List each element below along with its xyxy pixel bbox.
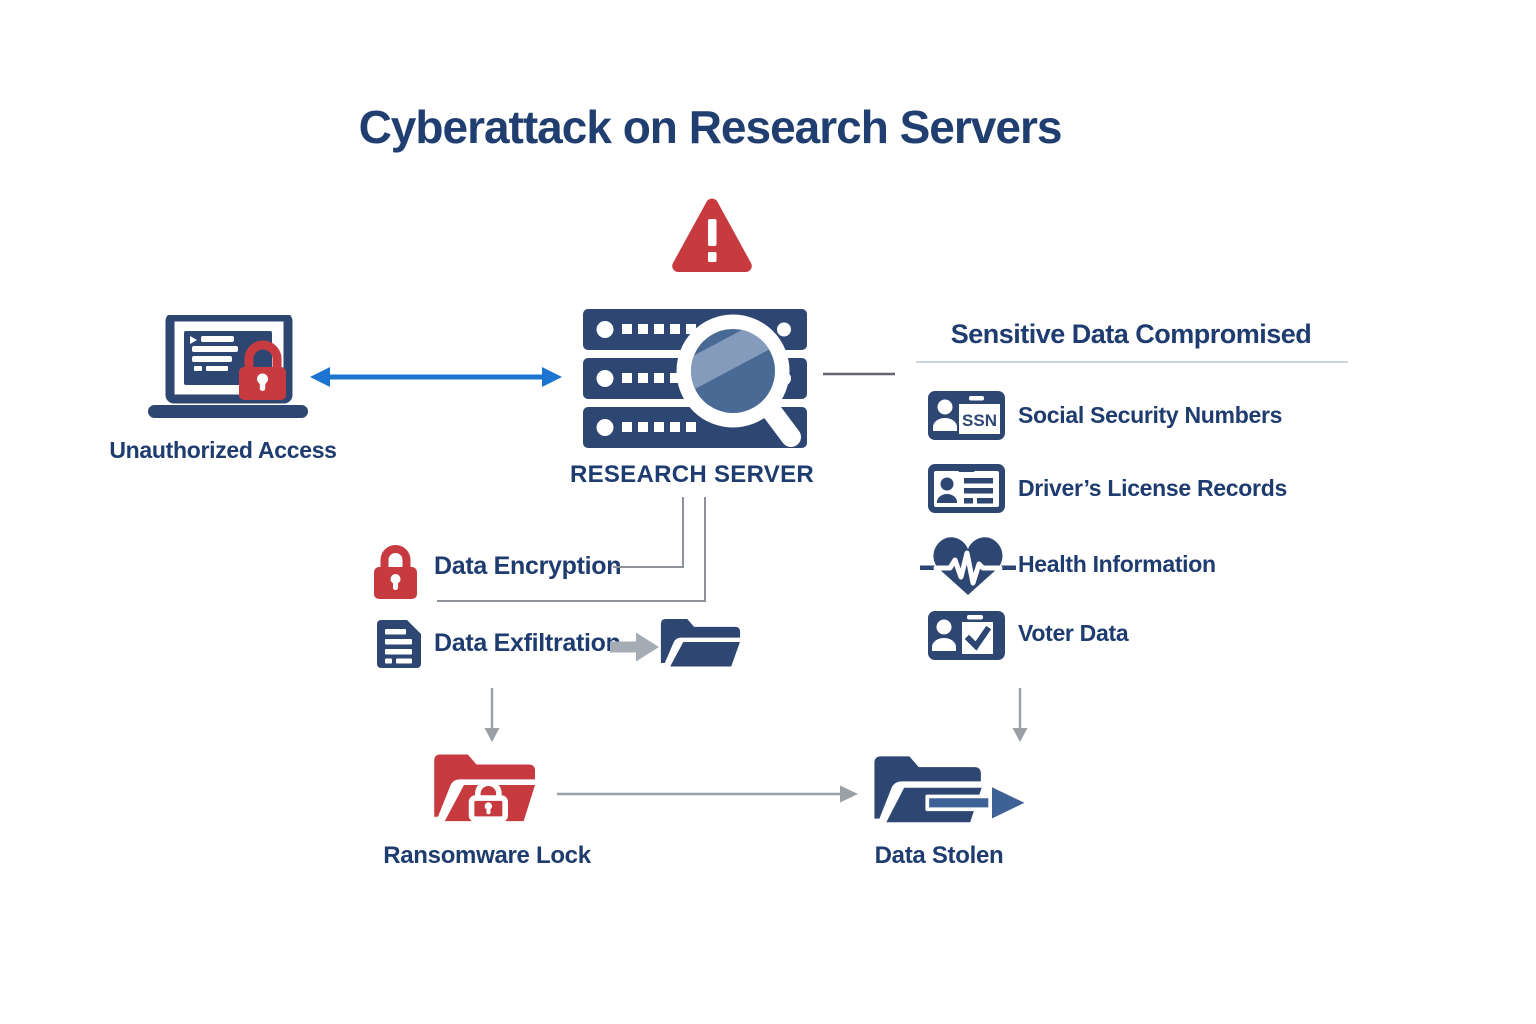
data-stolen-label: Data Stolen — [874, 842, 1004, 869]
voter-card-icon — [928, 611, 1005, 660]
connector-server-to-encryption — [613, 497, 684, 568]
arrow-ransomware-to-stolen — [557, 785, 858, 803]
red-padlock-icon — [374, 542, 417, 599]
folder-export-icon — [866, 750, 1040, 830]
block-arrow-icon — [610, 632, 660, 662]
laptop-lock-icon — [146, 315, 310, 419]
server-magnifier-icon — [583, 309, 807, 449]
open-folder-icon — [656, 614, 744, 671]
page-title: Cyberattack on Research Servers — [358, 101, 1063, 153]
drivers-license-icon — [928, 464, 1005, 513]
warning-triangle-icon — [669, 193, 755, 275]
panel-item-health: Health Information — [1018, 551, 1216, 577]
ransomware-lock-label: Ransomware Lock — [383, 842, 591, 869]
panel-divider — [916, 361, 1348, 363]
sensitive-panel-heading: Sensitive Data Compromised — [950, 319, 1312, 349]
data-encryption-label: Data Encryption — [434, 552, 622, 580]
svg-text:SSN: SSN — [962, 411, 997, 430]
data-exfiltration-label: Data Exfiltration — [434, 629, 621, 657]
research-server-label: RESEARCH SERVER — [569, 461, 815, 488]
down-arrow-panel-to-stolen — [1012, 688, 1028, 742]
ssn-card-icon: SSN — [928, 391, 1005, 440]
health-heart-icon — [920, 531, 1016, 599]
red-locked-folder-icon — [428, 748, 540, 827]
panel-item-ssn: Social Security Numbers — [1018, 402, 1283, 428]
double-arrow-icon — [308, 361, 564, 393]
down-arrow-exfiltration-to-ransomware — [484, 688, 500, 742]
panel-item-voter: Voter Data — [1018, 620, 1129, 646]
panel-item-license: Driver’s License Records — [1018, 475, 1287, 501]
unauthorized-access-label: Unauthorized Access — [109, 437, 337, 463]
connector-server-to-exfiltration — [437, 497, 706, 602]
document-icon — [377, 620, 421, 668]
